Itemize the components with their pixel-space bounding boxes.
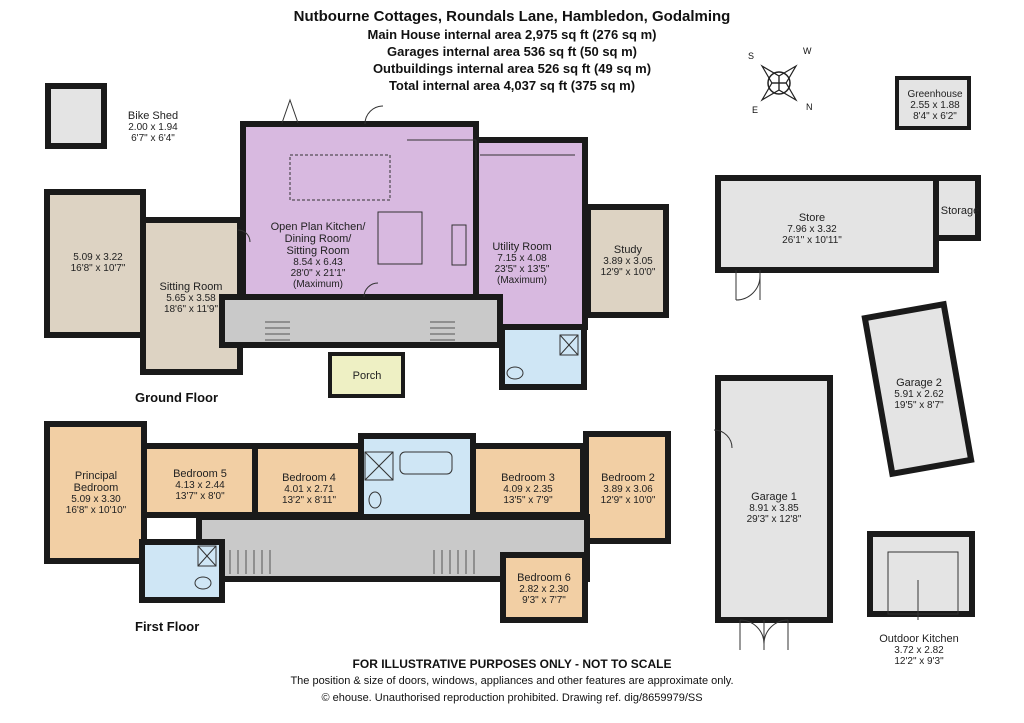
ground-bath-shape [499,324,587,390]
garage1-shape [715,375,833,623]
total-area: Total internal area 4,037 sq ft (375 sq … [388,78,636,93]
copyright-text: © ehouse. Unauthorised reproduction proh… [321,692,703,704]
first-bath-shape [358,433,476,520]
compass-rose-icon [760,64,798,102]
study-label: Study 3.89 x 3.05 12'9" x 10'0" [600,244,656,278]
compass-w-label: W [803,46,812,56]
garage1-label: Garage 1 8.91 x 3.85 29'3" x 12'8" [746,491,802,525]
bike-shed-shape [45,83,107,149]
bedroom6-label: Bedroom 6 2.82 x 2.30 9'3" x 7'7" [517,572,571,606]
outdoor-kitchen-shape [867,531,975,617]
garage2-shape [861,300,975,478]
study-shape [585,204,669,318]
porch-shape [328,352,405,398]
sitting-room-label: Sitting Room 5.65 x 3.58 18'6" x 11'9" [159,281,223,315]
main-house-area: Main House internal area 2,975 sq ft (27… [367,27,657,42]
first-floor-title: First Floor [135,619,200,634]
approximation-note: The position & size of doors, windows, a… [290,675,734,687]
ensuite-shape [139,539,225,603]
greenhouse-shape [895,76,971,130]
left-room-shape [44,189,146,338]
ground-floor-title: Ground Floor [135,390,219,405]
storage-label: Storage [940,205,980,217]
outdoor-kitchen-label: Outdoor Kitchen 3.72 x 2.82 12'2" x 9'3" [879,633,959,667]
property-address: Nutbourne Cottages, Roundals Lane, Hambl… [293,8,731,25]
left-room-label: 5.09 x 3.22 16'8" x 10'7" [70,252,126,274]
bedroom2-label: Bedroom 2 3.89 x 3.06 12'9" x 10'0" [600,472,656,506]
ground-hall-shape [219,294,503,348]
compass-n-label: N [806,102,813,112]
kitchen-label: Open Plan Kitchen/ Dining Room/ Sitting … [270,221,366,290]
storage-shape [933,175,981,241]
garage2-label: Garage 2 5.91 x 2.62 19'5" x 8'7" [894,377,944,411]
porch-label: Porch [352,370,382,382]
bedroom5-label: Bedroom 5 4.13 x 2.44 13'7" x 8'0" [173,468,227,502]
compass-s-label: S [748,51,755,61]
bike-shed-label: Bike Shed 2.00 x 1.94 6'7" x 6'4" [127,110,179,144]
bedroom6-shape [500,552,588,623]
utility-room-label: Utility Room 7.15 x 4.08 23'5" x 13'5" (… [492,241,552,286]
disclaimer-text: FOR ILLUSTRATIVE PURPOSES ONLY - NOT TO … [352,657,672,671]
outbuildings-area: Outbuildings internal area 526 sq ft (49… [372,61,652,76]
bedroom2-shape [583,431,671,544]
bedroom4-label: Bedroom 4 4.01 x 2.71 13'2" x 8'11" [281,472,337,506]
store-label: Store 7.96 x 3.32 26'1" x 10'11" [782,212,842,246]
principal-bedroom-label: Principal Bedroom 5.09 x 3.30 16'8" x 10… [65,470,127,516]
greenhouse-label: Greenhouse 2.55 x 1.88 8'4" x 6'2" [907,89,963,122]
garages-area: Garages internal area 536 sq ft (50 sq m… [387,44,637,59]
compass-e-label: E [752,105,759,115]
bedroom3-label: Bedroom 3 4.09 x 2.35 13'5" x 7'9" [501,472,555,506]
